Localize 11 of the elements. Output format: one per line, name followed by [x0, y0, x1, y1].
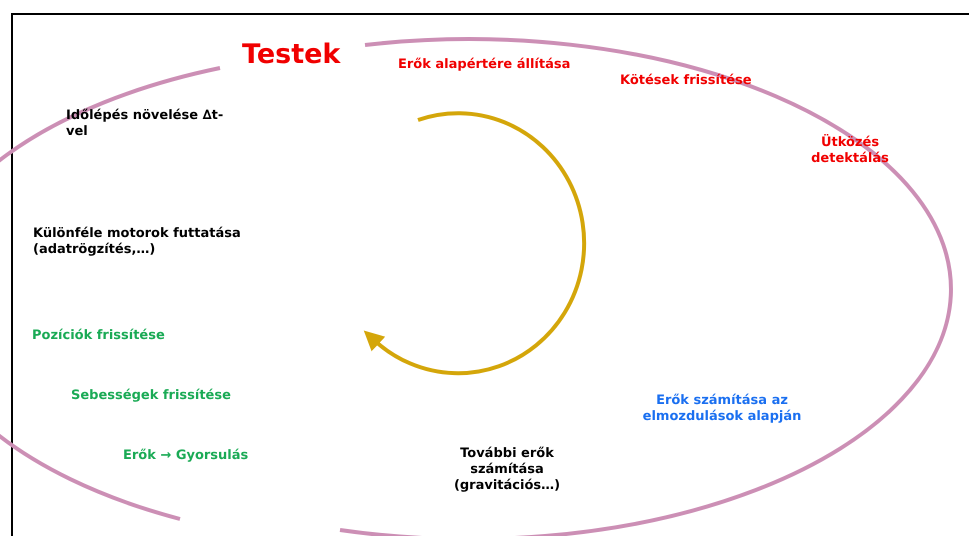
step-label: Erők számítása az elmozdulások alapján — [642, 393, 802, 425]
step-label: Különféle motorok futtatása (adatrögzítés,…) — [33, 226, 242, 258]
step-label: Erők → Gyorsulás — [123, 448, 250, 464]
step-label: Kötések frissítése — [620, 73, 753, 89]
title: Testek — [242, 38, 340, 72]
step-label: További erők számítása (gravitációs…) — [452, 446, 562, 494]
step-label: Sebességek frissítése — [71, 388, 232, 404]
step-label: Pozíciók frissítése — [32, 328, 166, 344]
step-label: Időlépés növelése ∆t-vel — [66, 108, 224, 140]
step-label: Ütközés detektálás — [810, 135, 890, 167]
step-label: Erők alapértére állítása — [398, 57, 572, 73]
